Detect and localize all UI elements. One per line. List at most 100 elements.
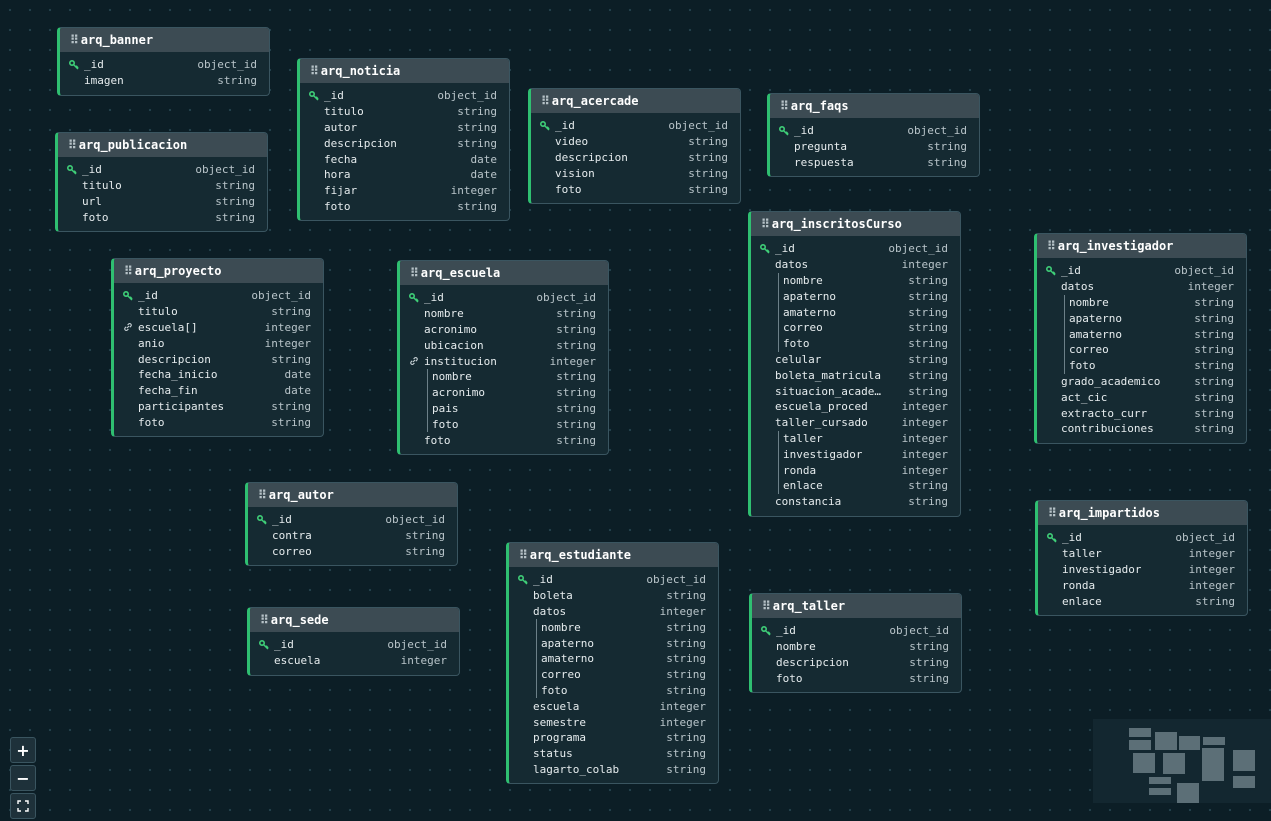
drag-handle-icon[interactable]: ⠿	[1047, 239, 1056, 253]
drag-handle-icon[interactable]: ⠿	[762, 599, 771, 613]
field-row[interactable]: situacion_academ…string	[751, 383, 960, 399]
zoom-out-button[interactable]: −	[10, 765, 36, 791]
table-header[interactable]: ⠿arq_escuela	[400, 261, 608, 285]
table-header[interactable]: ⠿arq_faqs	[770, 94, 979, 118]
drag-handle-icon[interactable]: ⠿	[541, 94, 550, 108]
field-row[interactable]: escuela[]integer	[114, 320, 323, 336]
table-header[interactable]: ⠿arq_impartidos	[1038, 501, 1247, 525]
minimap[interactable]	[1093, 719, 1271, 803]
table-header[interactable]: ⠿arq_inscritosCurso	[751, 212, 960, 236]
zoom-in-button[interactable]: +	[10, 737, 36, 763]
drag-handle-icon[interactable]: ⠿	[410, 266, 419, 280]
drag-handle-icon[interactable]: ⠿	[761, 217, 770, 231]
drag-handle-icon[interactable]: ⠿	[70, 33, 79, 47]
drag-handle-icon[interactable]: ⠿	[780, 99, 789, 113]
drag-handle-icon[interactable]: ⠿	[124, 264, 133, 278]
table-header[interactable]: ⠿arq_noticia	[300, 59, 509, 83]
fit-view-button[interactable]	[10, 793, 36, 819]
drag-handle-icon[interactable]: ⠿	[258, 488, 267, 502]
table-header[interactable]: ⠿arq_autor	[248, 483, 457, 507]
drag-handle-icon[interactable]: ⠿	[260, 613, 269, 627]
drag-handle-icon[interactable]: ⠿	[68, 138, 77, 152]
table-header[interactable]: ⠿arq_investigador	[1037, 234, 1246, 258]
table-header[interactable]: ⠿arq_sede	[250, 608, 459, 632]
